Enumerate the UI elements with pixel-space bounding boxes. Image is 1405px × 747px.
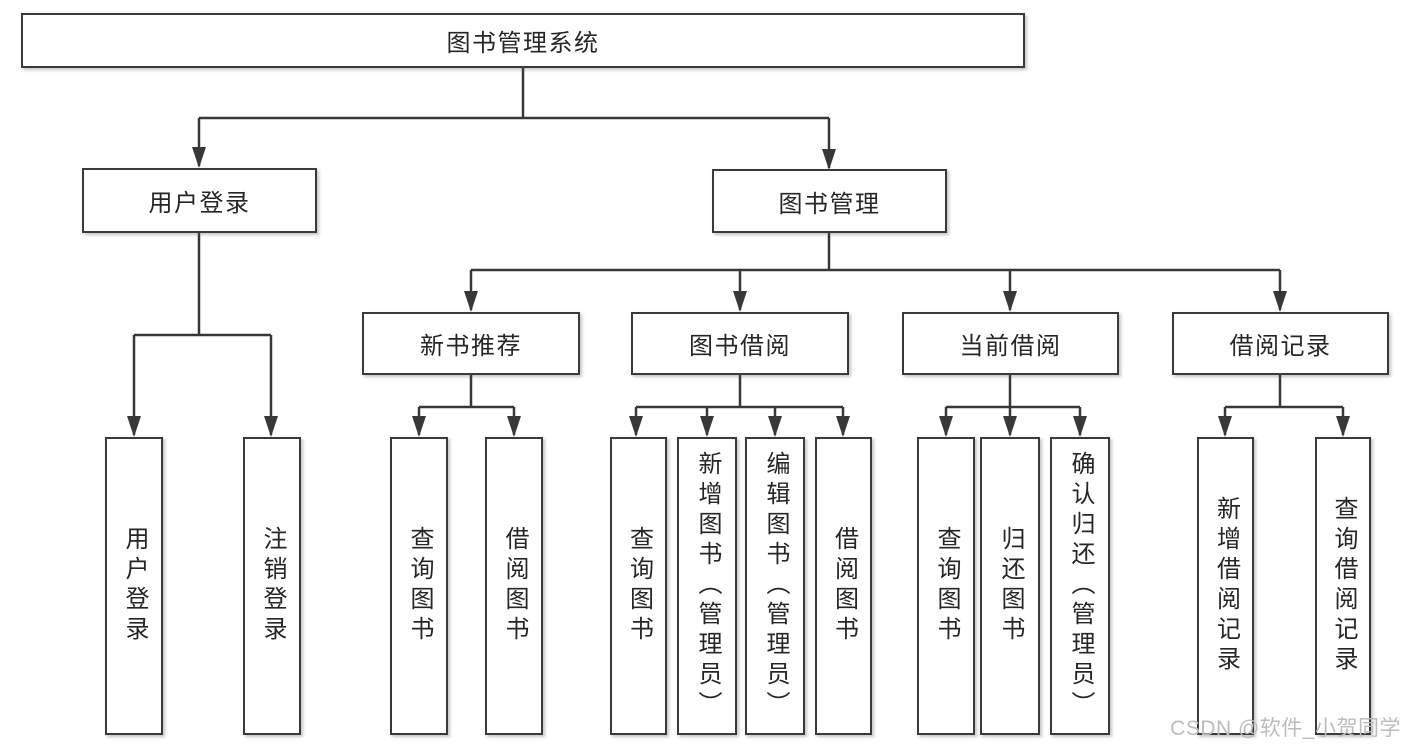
leaf-user-login: 用户登录 [105,437,163,735]
leaf-edit-books-admin: 编辑图书（管理员） [745,437,805,735]
leaf-logout: 注销登录 [243,437,301,735]
node-book-borrowing: 图书借阅 [631,312,849,375]
node-new-book-recommendation: 新书推荐 [362,312,580,375]
node-current-borrowing: 当前借阅 [902,312,1119,375]
leaf-add-books-admin: 新增图书（管理员） [677,437,737,735]
leaf-add-borrow-record: 新增借阅记录 [1197,437,1254,735]
leaf-borrow-books: 借阅图书 [815,437,872,735]
node-user-login: 用户登录 [82,168,317,233]
node-library-management-system: 图书管理系统 [21,13,1025,68]
leaf-return-books: 归还图书 [980,437,1040,735]
leaf-confirm-return-admin: 确认归还（管理员） [1050,437,1110,735]
csdn-watermark: CSDN @软件_小贺同学 [1170,717,1401,740]
leaf-borrow-books: 借阅图书 [485,437,543,735]
leaf-query-books: 查询图书 [390,437,448,735]
node-borrowing-records: 借阅记录 [1172,312,1389,375]
node-book-management: 图书管理 [712,169,947,233]
leaf-query-books: 查询图书 [917,437,975,735]
leaf-query-books: 查询图书 [610,437,667,735]
leaf-query-borrow-record: 查询借阅记录 [1315,437,1371,735]
